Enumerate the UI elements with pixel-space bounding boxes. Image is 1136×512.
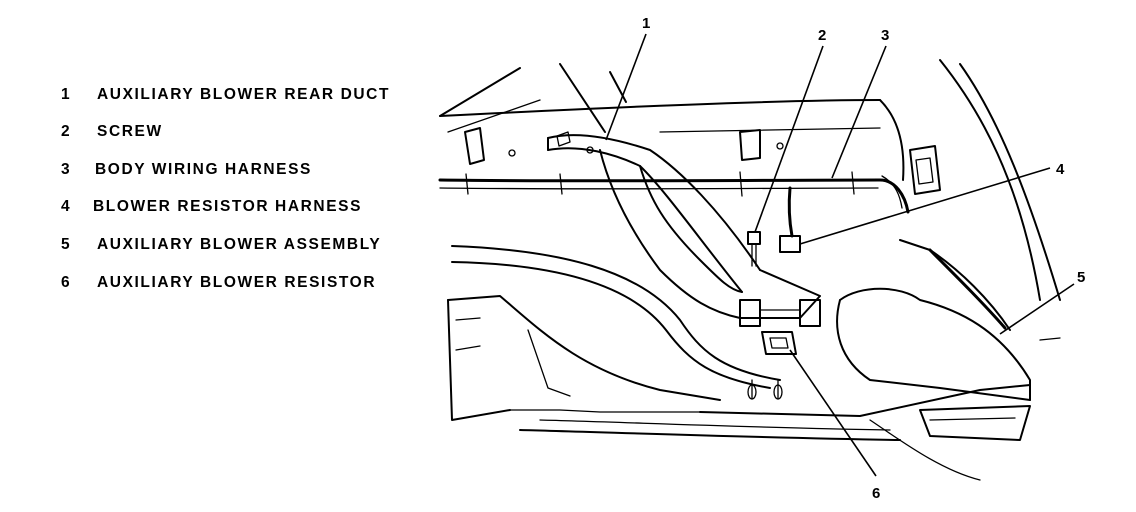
legend-label: BLOWER RESISTOR HARNESS	[93, 198, 363, 215]
callout-4: 4	[1056, 161, 1065, 178]
leader-line-3	[831, 45, 887, 179]
legend-label: AUXILIARY BLOWER REAR DUCT	[97, 86, 391, 103]
upper-body-panel	[439, 59, 1061, 301]
floor-panel	[447, 245, 1031, 481]
legend-number: 2	[61, 123, 72, 140]
body-wiring-harness	[438, 171, 910, 214]
screw	[747, 231, 761, 267]
callout-1: 1	[642, 15, 650, 32]
legend-label: AUXILIARY BLOWER ASSEMBLY	[97, 236, 382, 253]
callout-3: 3	[881, 27, 889, 44]
auxiliary-blower-resistor	[747, 331, 797, 400]
leader-line-2	[754, 45, 824, 233]
auxiliary-blower-rear-duct	[547, 131, 821, 319]
leader-line-6	[789, 349, 877, 477]
auxiliary-blower-assembly	[836, 239, 1061, 441]
legend-number: 3	[61, 161, 72, 178]
leader-line-4	[799, 167, 1051, 245]
callout-5: 5	[1077, 269, 1085, 286]
resistor-mount-bracket	[739, 299, 821, 327]
callout-2: 2	[818, 27, 826, 44]
leader-line-5	[999, 283, 1075, 335]
legend-number: 6	[61, 274, 72, 291]
legend-number: 5	[61, 236, 72, 253]
leader-line-1	[605, 33, 647, 141]
legend-label: AUXILIARY BLOWER RESISTOR	[97, 274, 377, 291]
callout-6: 6	[872, 485, 880, 502]
leader-lines	[605, 33, 1075, 477]
legend-number: 1	[61, 86, 72, 103]
legend-label: BODY WIRING HARNESS	[95, 161, 312, 178]
blower-resistor-harness	[779, 186, 801, 253]
legend-number: 4	[61, 198, 72, 215]
legend-label: SCREW	[97, 123, 163, 140]
